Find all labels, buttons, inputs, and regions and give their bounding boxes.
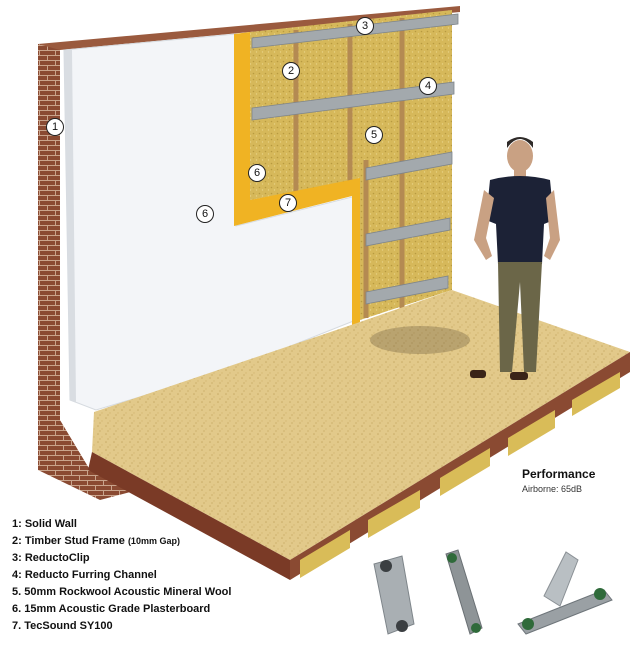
solid-wall [38, 6, 460, 500]
reductoclip-product-1 [373, 555, 415, 635]
callout-6-board: 6 [196, 205, 214, 223]
legend-item: 7. TecSound SY100 [12, 620, 113, 632]
reductoclip-product-2 [445, 549, 483, 635]
person-shadow [370, 326, 470, 354]
tecsound-membrane [234, 32, 360, 326]
mineral-wool-frame [250, 10, 452, 320]
performance-value: Airborne: 65dB [522, 484, 583, 494]
person-figure [470, 137, 560, 380]
legend-item: 4: Reducto Furring Channel [12, 569, 157, 581]
callout-3: 3 [356, 17, 374, 35]
legend-item: 2: Timber Stud Frame (10mm Gap) [12, 535, 180, 547]
performance-title: Performance [522, 467, 596, 481]
legend-item: 6. 15mm Acoustic Grade Plasterboard [12, 603, 211, 615]
callout-2: 2 [282, 62, 300, 80]
callout-4: 4 [419, 77, 437, 95]
legend-item: 5. 50mm Rockwool Acoustic Mineral Wool [12, 586, 232, 598]
callout-6-membrane: 6 [248, 164, 266, 182]
floor [88, 290, 630, 580]
furring-channels [251, 13, 459, 305]
reductoclip-product-3 [517, 551, 613, 635]
legend-item: 1: Solid Wall [12, 518, 77, 530]
callout-5: 5 [365, 126, 383, 144]
legend: 1: Solid Wall 2: Timber Stud Frame (10mm… [12, 516, 231, 635]
callout-1: 1 [46, 118, 64, 136]
callout-7: 7 [279, 194, 297, 212]
legend-item: 3: ReductoClip [12, 552, 90, 564]
